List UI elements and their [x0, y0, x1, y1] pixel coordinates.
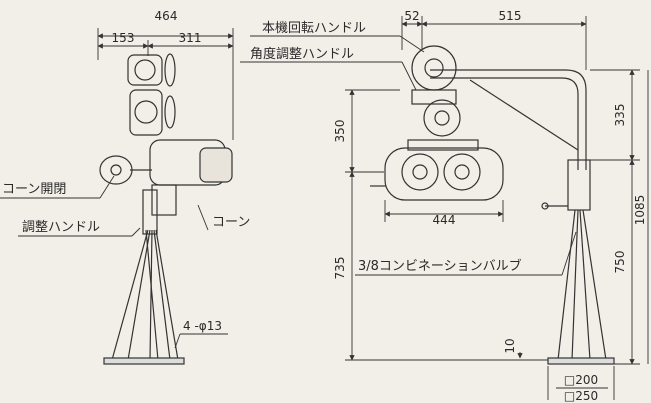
right-dimensions [345, 16, 649, 400]
dim-335: 335 [613, 104, 627, 127]
dim-250: □250 [564, 389, 598, 403]
dim-52: 52 [404, 9, 419, 23]
left-dimensions [97, 28, 234, 140]
dim-200: □200 [564, 373, 598, 387]
left-machine-view [99, 53, 233, 365]
dim-311: 311 [179, 31, 202, 45]
dim-750: 750 [613, 251, 627, 274]
right-leaders [240, 35, 577, 276]
right-machine-view [370, 45, 615, 365]
label-combination-valve: 3/8コンビネーションバルブ [358, 258, 522, 274]
label-cone: コーン [212, 215, 250, 230]
label-angle-adjust-handle: 角度調整ハンドル [250, 46, 354, 62]
dim-1085: 1085 [633, 195, 647, 226]
label-cone-open-close: コーン開閉 [2, 182, 66, 197]
dim-350: 350 [333, 120, 347, 143]
dim-515: 515 [499, 9, 522, 23]
dim-153: 153 [112, 31, 135, 45]
dim-444: 444 [433, 213, 456, 227]
label-bolt-holes: 4 -φ13 [183, 319, 222, 333]
left-leaders [0, 175, 228, 349]
dim-464: 464 [155, 9, 178, 23]
label-adjust-handle: 調整ハンドル [22, 220, 100, 235]
dim-10: 10 [503, 338, 517, 353]
dim-735: 735 [333, 257, 347, 280]
label-body-rotation-handle: 本機回転ハンドル [262, 21, 366, 36]
